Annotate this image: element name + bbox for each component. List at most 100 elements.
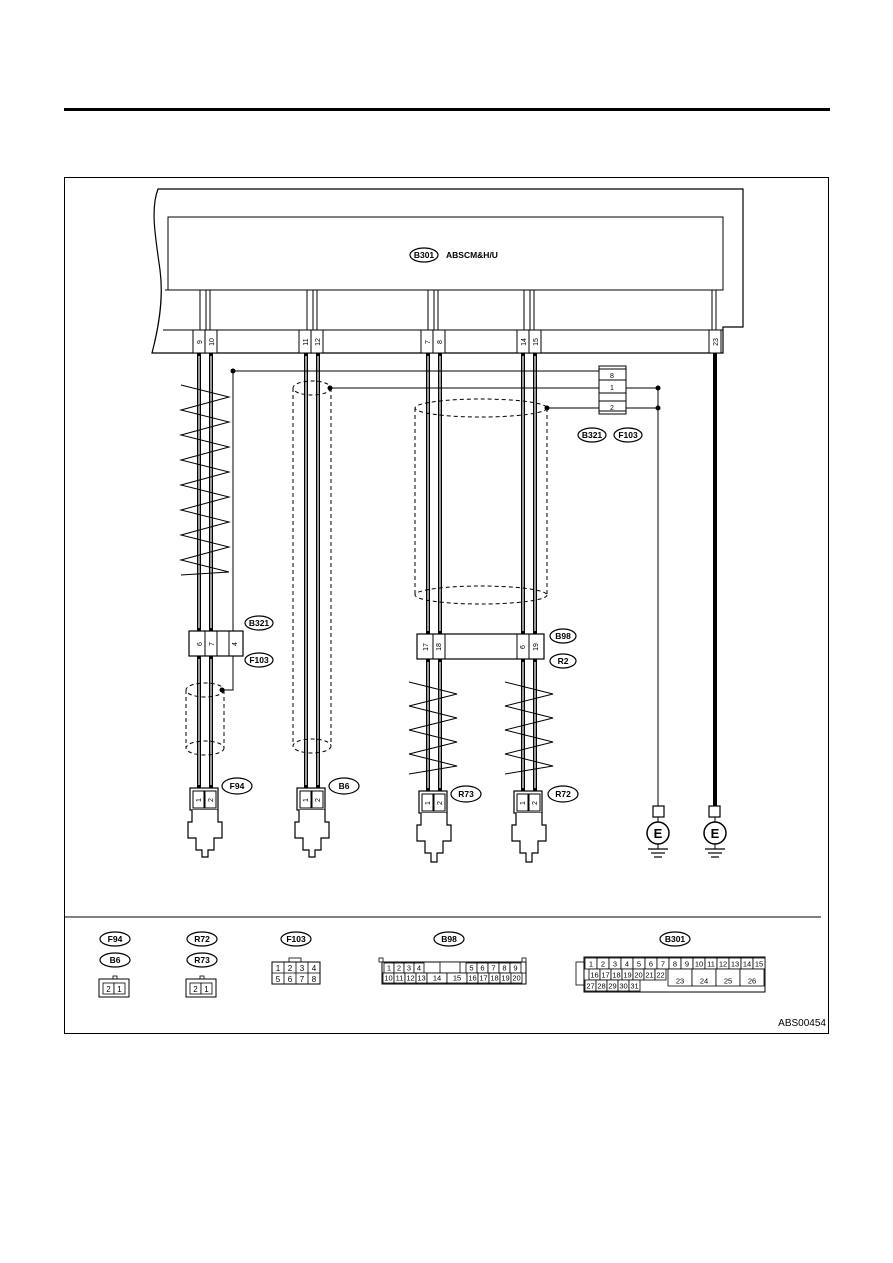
legend-cell: 12 — [719, 960, 727, 969]
ground-1-icon: E — [646, 805, 670, 858]
legend-cell: 14 — [433, 974, 441, 983]
legend-cell: 1 — [276, 964, 281, 973]
sensor-pin: 2 — [532, 801, 539, 805]
legend-cell: 18 — [490, 974, 498, 983]
legend-cell: 19 — [623, 971, 631, 980]
legend-cell: 30 — [619, 982, 627, 991]
legend-cell: 6 — [480, 964, 484, 973]
legend-cell: 28 — [597, 982, 605, 991]
legend-cell: 20 — [634, 971, 642, 980]
legend-cell: 16 — [590, 971, 598, 980]
sensor-r73: 1 2 R73 — [416, 785, 482, 863]
legend-r72-r73: R72 R73 2 1 — [185, 931, 218, 998]
module-pin-label: 11 — [303, 338, 310, 345]
legend-cell: 23 — [676, 977, 684, 986]
legend-cell: 8 — [502, 964, 506, 973]
module-badge: B301 — [409, 247, 439, 263]
legend-cell-box — [510, 972, 523, 984]
legend-label: B98 — [441, 934, 457, 944]
legend-cell: 16 — [468, 974, 476, 983]
legend-cell: 3 — [613, 960, 617, 969]
module-pin-label: 14 — [521, 338, 528, 346]
legend-cell: 19 — [501, 974, 509, 983]
legend-cell: 9 — [513, 964, 517, 973]
legend-cell: 5 — [469, 964, 473, 973]
legend-cell: 15 — [755, 960, 763, 969]
legend-label: R73 — [194, 955, 210, 965]
legend-cell-box — [628, 979, 641, 992]
module-badge-text: B301 — [414, 250, 435, 260]
legend-cell: 7 — [300, 975, 305, 984]
legend-cell: 10 — [384, 974, 392, 983]
connector-b98: 17 18 6 19 B98 R2 — [416, 628, 577, 669]
harness-wires — [197, 353, 717, 806]
sensor-label: B6 — [339, 781, 350, 791]
module-pin-label: 9 — [197, 340, 204, 344]
conn-pin: 4 — [232, 642, 239, 646]
legend-cell: 6 — [649, 960, 653, 969]
conn-label: B98 — [555, 631, 571, 641]
connector-b321: 6 7 4 B321 F103 — [188, 615, 274, 668]
module-pin-label: 15 — [533, 338, 540, 346]
sensor-pin: 2 — [437, 801, 444, 805]
diagram-code: ABS00454 — [778, 1018, 826, 1029]
legend-cell: 14 — [743, 960, 751, 969]
legend-cell: 11 — [396, 974, 404, 983]
legend-cell: 1 — [387, 964, 391, 973]
module-pin-label: 7 — [425, 340, 432, 344]
shield-outlines — [185, 380, 548, 756]
legend-cell: 1 — [117, 985, 122, 994]
conn-label: B321 — [249, 618, 270, 628]
module-pin-label: 10 — [209, 338, 216, 346]
legend-cell: 15 — [453, 974, 461, 983]
abs-module: B301 ABSCM&H/U — [151, 188, 744, 354]
sensor-b6: 1 2 B6 — [294, 777, 360, 858]
legend-cell: 1 — [204, 985, 209, 994]
conn-pin: 6 — [520, 645, 527, 649]
sensor-pin: 1 — [303, 798, 310, 802]
legend-cell: 31 — [630, 982, 638, 991]
sensor-pin: 2 — [208, 798, 215, 802]
joint-label: B321 — [582, 430, 603, 440]
legend-cell: 18 — [612, 971, 620, 980]
sensor-f94: 1 2 F94 — [187, 777, 253, 858]
ground-label: E — [654, 826, 663, 841]
legend-cell: 3 — [300, 964, 305, 973]
legend-cell: 4 — [417, 964, 421, 973]
legend-f103: F103 1 2 3 4 5 6 7 8 — [271, 931, 321, 985]
legend-cell: 2 — [106, 985, 111, 994]
conn-pin: 19 — [533, 643, 540, 651]
legend-cell-box — [654, 968, 667, 981]
module-pin-label: 8 — [437, 340, 444, 344]
legend-cell: 7 — [491, 964, 495, 973]
legend-label: B301 — [665, 934, 686, 944]
legend-cell: 6 — [288, 975, 293, 984]
header-rule — [64, 108, 830, 111]
joint-label: F103 — [618, 430, 638, 440]
legend-cell: 25 — [724, 977, 732, 986]
sensor-pin: 2 — [315, 798, 322, 802]
legend-cell: 2 — [601, 960, 605, 969]
joint-pin: 2 — [610, 405, 614, 412]
legend-f94-b6: F94 B6 2 1 — [98, 931, 131, 998]
legend-cell: 5 — [276, 975, 281, 984]
joint-connector: 8 1 2 B321 F103 — [577, 365, 643, 443]
legend-label: F94 — [108, 934, 123, 944]
legend-cell: 4 — [312, 964, 317, 973]
legend-cell: 26 — [748, 977, 756, 986]
legend-cell: 5 — [637, 960, 641, 969]
legend-cell: 7 — [661, 960, 665, 969]
legend-cell: 20 — [512, 974, 520, 983]
legend-cell: 22 — [656, 971, 664, 980]
sensor-pin: 1 — [520, 801, 527, 805]
sensor-pin: 1 — [196, 798, 203, 802]
legend-cell: 1 — [589, 960, 593, 969]
sensor-label: R72 — [555, 789, 571, 799]
module-pin-label: 12 — [315, 338, 322, 346]
legend-cell: 8 — [312, 975, 317, 984]
diagram-frame — [64, 177, 829, 1034]
legend-cell-box — [739, 968, 765, 987]
